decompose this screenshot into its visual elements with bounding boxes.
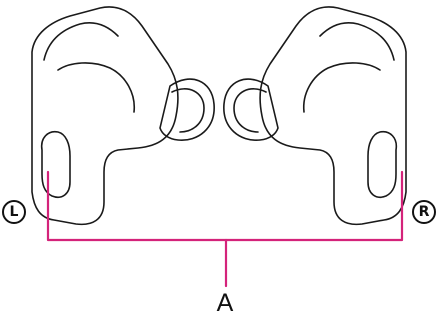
left-sensor xyxy=(42,132,70,198)
left-earbud xyxy=(32,7,214,224)
left-side-marker-label: L xyxy=(10,205,19,219)
callout-line xyxy=(48,172,402,286)
right-side-marker: R xyxy=(412,200,436,224)
callout-label-a: A xyxy=(213,291,237,316)
left-side-marker: L xyxy=(2,200,26,224)
right-earbud xyxy=(224,7,406,224)
right-side-marker-label: R xyxy=(419,205,430,219)
right-sensor xyxy=(368,132,396,198)
